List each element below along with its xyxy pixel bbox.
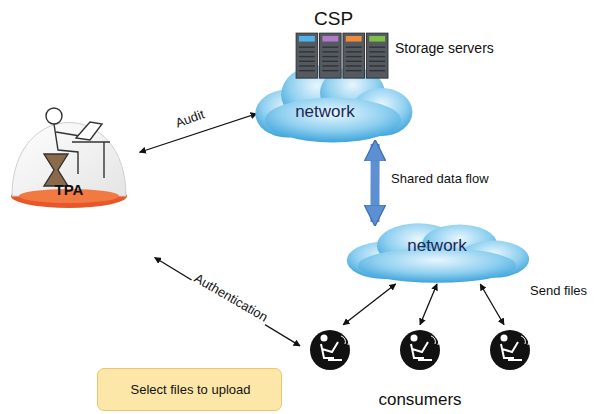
connector-arrow	[420, 284, 437, 325]
node-label: TPA	[55, 181, 84, 198]
node-label: Storage servers	[395, 40, 494, 56]
data-flow-arrow	[370, 144, 379, 222]
edge-label: Authentication	[190, 270, 272, 326]
free-label: Send files	[530, 283, 587, 298]
group-label: consumers	[378, 390, 461, 410]
note-text: Select files to upload	[131, 382, 251, 397]
connector-arrow	[480, 284, 504, 325]
cloud-label: network	[295, 102, 355, 122]
csp-servers: CSP Storage servers	[280, 5, 498, 80]
edge-label: Audit	[172, 106, 209, 132]
node-heading: CSP	[314, 8, 353, 30]
edge-label: Shared data flow	[389, 171, 491, 186]
tpa-dome: TPA	[6, 78, 132, 213]
connector-arrow	[343, 284, 395, 325]
cloud-label: network	[407, 236, 467, 256]
network-cloud: network	[343, 222, 531, 284]
consumers-group: consumers	[300, 322, 540, 414]
note-box: Select files to upload	[97, 368, 282, 411]
connector-arrow	[155, 258, 300, 346]
